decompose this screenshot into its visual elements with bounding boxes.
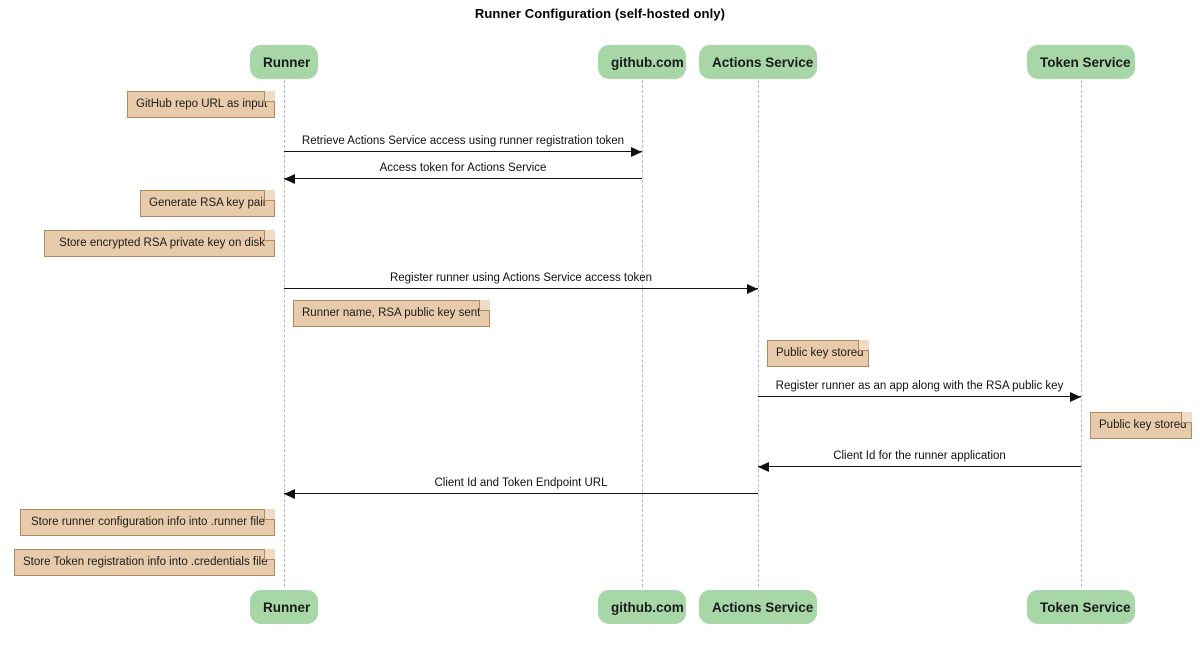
arrowhead-left [284,174,295,184]
participant-top-token-service[interactable]: Token Service [1027,45,1135,79]
message-line-register-runner-as-an-app-along-with-the-rsa-public-key [758,396,1081,397]
participant-top-github-com[interactable]: github.com [598,45,686,79]
message-line-client-id-and-token-endpoint-url [284,493,758,494]
note-text: Store Token registration info into .cred… [23,556,268,568]
note-public-key-stored: Public key stored [1090,412,1192,439]
page-title: Runner Configuration (self-hosted only) [474,6,726,21]
note-text: Public key stored [776,347,864,359]
participant-top-actions-service[interactable]: Actions Service [699,45,817,79]
message-label-register-runner-using-actions-service-access-token: Register runner using Actions Service ac… [389,272,653,284]
note-fold-corner-icon [858,340,869,351]
participant-bottom-actions-service[interactable]: Actions Service [699,590,817,624]
participant-label: github.com [611,600,684,615]
participant-label: Token Service [1040,55,1131,70]
note-text: Generate RSA key pair [149,197,267,209]
arrowhead-right [747,284,758,294]
note-fold-corner-icon [264,549,275,560]
lifeline-github-com [642,80,644,587]
participant-top-runner[interactable]: Runner [250,45,318,79]
lifeline-runner [284,80,286,587]
message-line-register-runner-using-actions-service-access-token [284,288,758,289]
note-text: Store runner configuration info into .ru… [31,516,265,528]
note-generate-rsa-key-pair: Generate RSA key pair [140,190,275,217]
message-line-client-id-for-the-runner-application [758,466,1081,467]
participant-label: Token Service [1040,600,1131,615]
note-fold-corner-icon [1181,412,1192,423]
note-text: Public key stored [1099,419,1187,431]
participant-label: Actions Service [712,600,814,615]
arrowhead-left [758,462,769,472]
note-fold-corner-icon [479,300,490,311]
note-github-repo-url-as-input: GitHub repo URL as input [127,91,275,118]
arrowhead-right [1070,392,1081,402]
note-fold-corner-icon [264,190,275,201]
message-line-retrieve-actions-service-access-using-runner-registration-token [284,151,642,152]
note-fold-corner-icon [264,230,275,241]
message-label-access-token-for-actions-service: Access token for Actions Service [379,162,547,174]
lifeline-actions-service [758,80,760,587]
note-fold-corner-icon [264,509,275,520]
participant-bottom-runner[interactable]: Runner [250,590,318,624]
message-label-register-runner-as-an-app-along-with-the-rsa-public-key: Register runner as an app along with the… [775,380,1064,392]
note-store-encrypted-rsa-private-key-on-disk: Store encrypted RSA private key on disk [44,230,275,257]
note-store-token-registration-info-into-credentials-file: Store Token registration info into .cred… [14,549,275,576]
participant-label: github.com [611,55,684,70]
message-label-client-id-for-the-runner-application: Client Id for the runner application [833,450,1006,462]
participant-label: Runner [263,600,311,615]
note-public-key-stored: Public key stored [767,340,869,367]
note-fold-corner-icon [264,91,275,102]
message-line-access-token-for-actions-service [284,178,642,179]
note-runner-name-rsa-public-key-sent: Runner name, RSA public key sent [293,300,490,327]
note-text: GitHub repo URL as input [136,98,268,110]
message-label-retrieve-actions-service-access-using-runner-registration-token: Retrieve Actions Service access using ru… [301,135,625,147]
participant-label: Runner [263,55,311,70]
note-store-runner-configuration-info-into-runner-file: Store runner configuration info into .ru… [20,509,275,536]
note-text: Runner name, RSA public key sent [302,307,481,319]
participant-bottom-github-com[interactable]: github.com [598,590,686,624]
lifeline-token-service [1081,80,1083,587]
arrowhead-right [631,147,642,157]
participant-label: Actions Service [712,55,814,70]
arrowhead-left [284,489,295,499]
message-label-client-id-and-token-endpoint-url: Client Id and Token Endpoint URL [434,477,608,489]
note-text: Store encrypted RSA private key on disk [59,237,265,249]
participant-bottom-token-service[interactable]: Token Service [1027,590,1135,624]
